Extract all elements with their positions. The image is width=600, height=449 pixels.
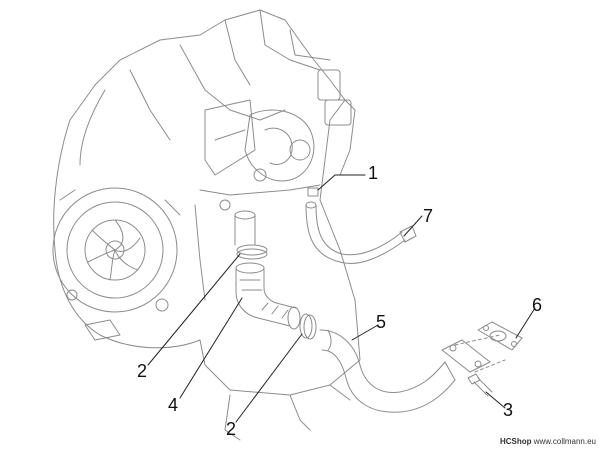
part-2-clamp-upper xyxy=(236,244,268,260)
callout-6: 6 xyxy=(532,295,543,315)
watermark-brand: HCShop xyxy=(499,437,532,446)
part-4-elbow-hose xyxy=(235,262,301,330)
callout-2-lower-clamp: 2 xyxy=(226,419,237,439)
part-5-long-hose xyxy=(319,329,456,413)
assembly-guides xyxy=(454,334,506,373)
watermark: HCShop www.collmann.eu xyxy=(500,437,596,446)
housing-outlet-neck xyxy=(234,210,256,246)
part-7-hose-end xyxy=(399,225,417,243)
water-pump xyxy=(52,187,181,341)
callout-2-upper-clamp: 2 xyxy=(137,361,148,381)
watermark-site: www.collmann.eu xyxy=(533,437,596,446)
callout-5: 5 xyxy=(376,312,387,332)
leader-lines xyxy=(147,174,536,423)
part-3-bolt xyxy=(467,373,493,397)
callout-3: 3 xyxy=(503,400,514,420)
callout-7: 7 xyxy=(423,206,434,226)
part-2-clamp-lower xyxy=(299,313,317,340)
part-1-small-hose xyxy=(305,187,406,264)
callout-1: 1 xyxy=(368,163,379,183)
engine-housing xyxy=(53,9,361,441)
part-6-gasket xyxy=(477,321,523,351)
hose-flange xyxy=(441,339,491,373)
callout-4: 4 xyxy=(168,395,179,415)
